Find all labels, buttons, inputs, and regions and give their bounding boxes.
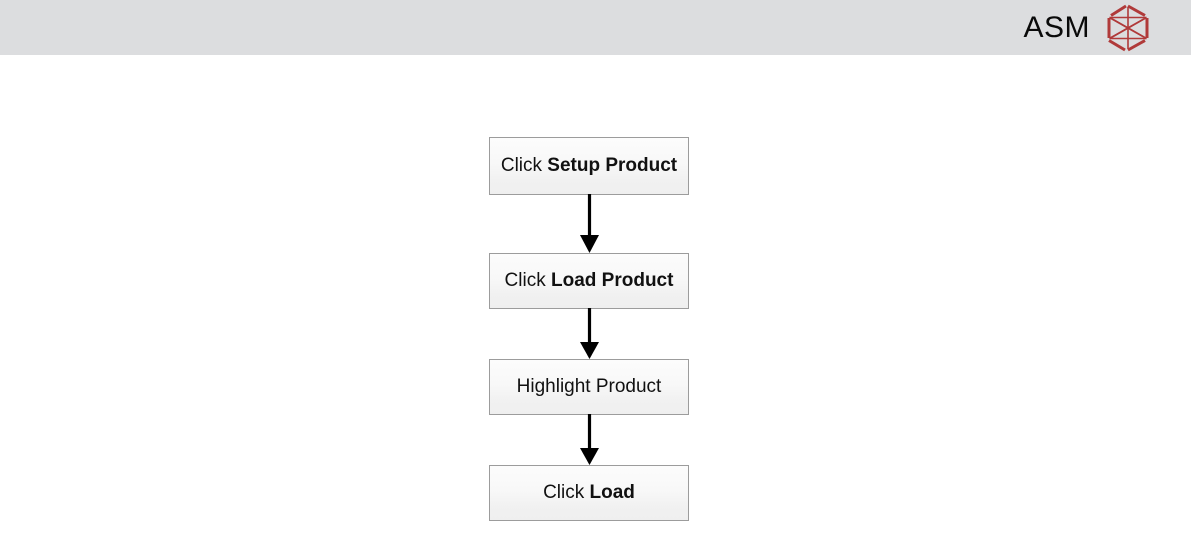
flow-node-click-load[interactable]: Click Load — [489, 465, 689, 521]
flow-node-click-setup-product[interactable]: Click Setup Product — [489, 137, 689, 195]
flow-connector-2 — [489, 308, 689, 359]
flow-node-click-load-product[interactable]: Click Load Product — [489, 253, 689, 309]
flow-node-label: Highlight Product — [516, 375, 662, 397]
flow-node-label: Click Load — [543, 481, 635, 503]
brand-name: ASM — [1023, 10, 1090, 44]
flow-connector-1 — [489, 194, 689, 253]
flow-connector-3 — [489, 414, 689, 465]
asm-hexagon-logo-icon — [1103, 3, 1153, 53]
flow-node-highlight-product[interactable]: Highlight Product — [489, 359, 689, 415]
flow-node-label: Click Setup Product — [500, 154, 678, 176]
flowchart: Click Setup Product Click Load Product H… — [489, 137, 691, 521]
header-bar: ASM — [0, 0, 1191, 55]
flow-node-label: Click Load Product — [504, 269, 674, 291]
brand-lockup: ASM — [1023, 0, 1153, 55]
